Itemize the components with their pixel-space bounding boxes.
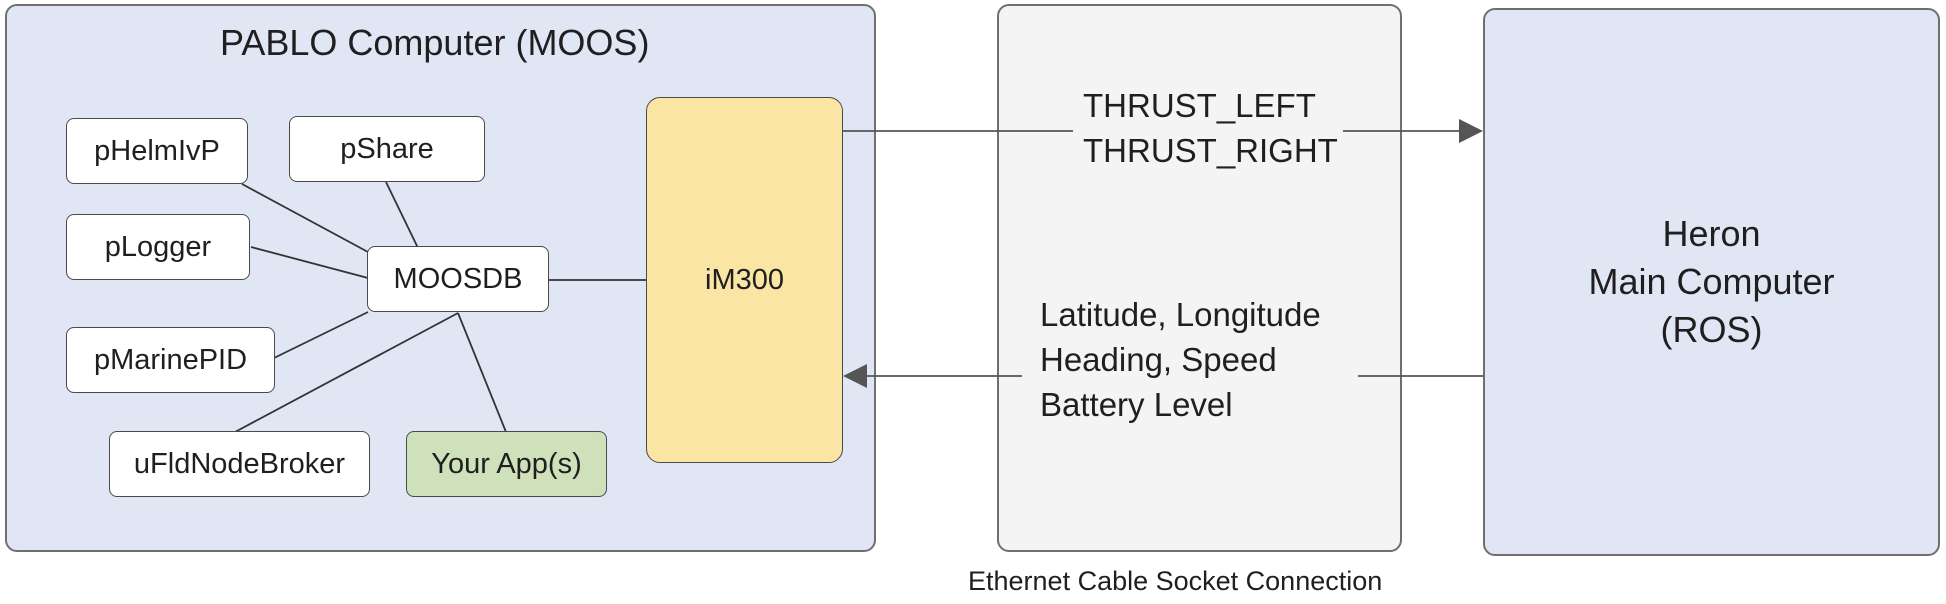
link-broker-moosdb [234,312,459,433]
pmarinepid-node: pMarinePID [66,327,275,393]
ethernet-link-panel [997,4,1402,552]
pshare-node: pShare [289,116,485,182]
heron-line-1: Heron [1662,213,1761,254]
ufldnodebroker-node: uFldNodeBroker [109,431,370,497]
heron-line-2: Main Computer [1588,261,1835,302]
thrust-commands-label: THRUST_LEFT THRUST_RIGHT [1083,83,1338,173]
heron-line-3: (ROS) [1660,309,1763,350]
moosdb-node: MOOSDB [367,246,549,312]
ethernet-caption: Ethernet Cable Socket Connection [968,566,1383,596]
link-share-moosdb [385,181,419,249]
link-helm-moosdb [241,183,369,253]
thrust-left-label: THRUST_LEFT [1083,87,1316,124]
link-yours-moosdb [457,312,507,433]
phelmivp-node: pHelmIvP [66,118,248,184]
thrust-right-label: THRUST_RIGHT [1083,132,1338,169]
im300-node: iM300 [646,97,843,463]
battery-level-label: Battery Level [1040,386,1233,423]
heading-speed-label: Heading, Speed [1040,341,1277,378]
link-pid-moosdb [273,311,369,359]
your-apps-node: Your App(s) [406,431,607,497]
plogger-node: pLogger [66,214,250,280]
lat-lon-label: Latitude, Longitude [1040,296,1321,333]
heron-computer-panel [1483,8,1940,556]
link-logger-moosdb [250,246,369,279]
heron-computer-label: Heron Main Computer (ROS) [1483,210,1940,354]
telemetry-label: Latitude, Longitude Heading, Speed Batte… [1040,292,1321,427]
pablo-computer-title: PABLO Computer (MOOS) [220,22,650,63]
